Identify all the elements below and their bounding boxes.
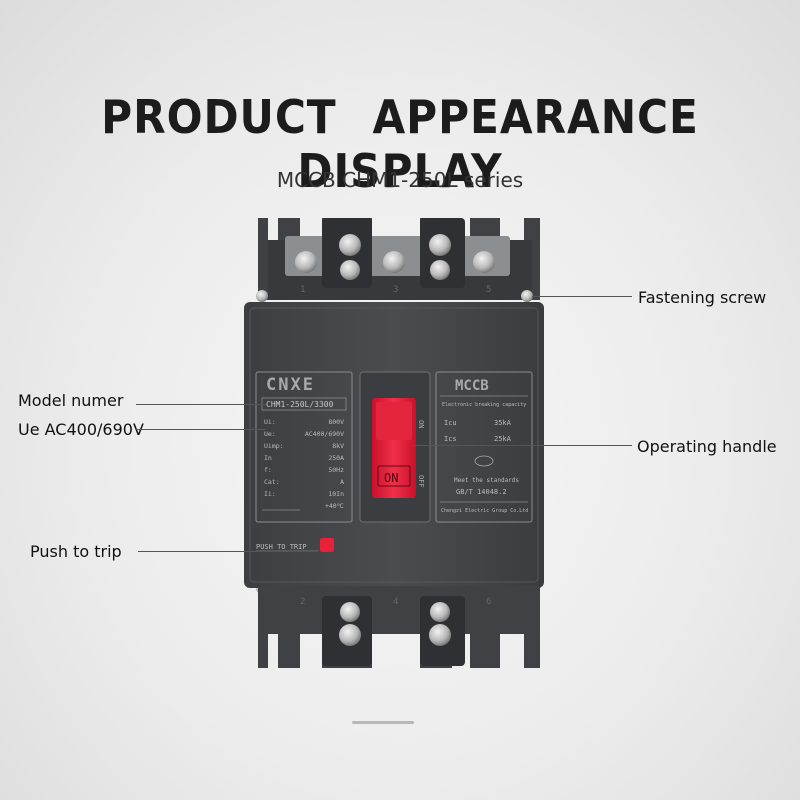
spec-label: Ii: bbox=[264, 490, 276, 498]
standards-label: Meet the standards bbox=[454, 477, 519, 484]
push-to-trip-button[interactable] bbox=[320, 538, 334, 552]
standard-code: GB/T 14048.2 bbox=[456, 488, 507, 496]
info-label-panel: MCCB Electronic breaking capacity Icu 35… bbox=[435, 371, 533, 523]
spec-value: A bbox=[340, 478, 344, 486]
terminal-screw-icon bbox=[430, 602, 450, 622]
spec-label: Ui: bbox=[264, 418, 276, 426]
terminal-screw-icon bbox=[429, 624, 451, 646]
callout-model-number: Model numer bbox=[18, 391, 124, 410]
leader-line bbox=[138, 551, 318, 552]
spec-value: AC400/690V bbox=[305, 430, 344, 438]
spec-label: Uimp: bbox=[264, 442, 284, 450]
model-label: CHM1-250L/3300 bbox=[266, 400, 334, 409]
spec-value: 250A bbox=[328, 454, 344, 462]
spec-label: In bbox=[264, 454, 272, 462]
page-title: PRODUCT APPEARANCE DISPLAY bbox=[101, 90, 699, 198]
terminal-screw-icon bbox=[339, 624, 361, 646]
terminal-number-1: 1 bbox=[300, 285, 305, 295]
spec-value: 800V bbox=[328, 418, 344, 426]
terminal-screw-icon bbox=[383, 251, 405, 273]
mccb-label: MCCB bbox=[455, 378, 489, 394]
leader-line bbox=[136, 404, 266, 405]
terminal-number-4: 4 bbox=[393, 597, 398, 607]
terminal-screw-icon bbox=[340, 602, 360, 622]
manufacturer-label: Chengzi Electric Group Co.Ltd bbox=[441, 508, 528, 514]
terminal-number-2: 2 bbox=[300, 597, 305, 607]
callout-ue-rating: Ue AC400/690V bbox=[18, 420, 144, 439]
spec-value: 50Hz bbox=[328, 466, 344, 474]
spec-label: Ue: bbox=[264, 430, 276, 438]
leader-line bbox=[532, 296, 632, 297]
operating-handle[interactable]: ON bbox=[372, 398, 416, 498]
fastening-screw-icon bbox=[256, 290, 268, 302]
ics-value: 25kA bbox=[494, 435, 512, 443]
callout-operating-handle: Operating handle bbox=[637, 437, 777, 456]
leader-line bbox=[136, 429, 266, 430]
handle-on-marking: ON bbox=[417, 420, 425, 428]
brand-logo: CNXE bbox=[266, 375, 315, 395]
terminal-screw-icon bbox=[340, 260, 360, 280]
fastening-screw-icon bbox=[521, 290, 533, 302]
rating-label-panel: CNXE CHM1-250L/3300 Ui: 800V Ue: AC400/690V… bbox=[255, 371, 353, 523]
page-subtitle: MCCB CHM1-250L series bbox=[276, 168, 524, 192]
spec-value: +40℃ bbox=[325, 502, 345, 510]
terminal-screw-icon bbox=[339, 234, 361, 256]
spec-value: 10In bbox=[328, 490, 344, 498]
handle-on-label: ON bbox=[384, 471, 398, 485]
spec-label: Cat: bbox=[264, 478, 280, 486]
handle-off-marking: OFF bbox=[417, 475, 425, 488]
scroll-indicator bbox=[352, 721, 414, 724]
spec-table: Ui: 800V Ue: AC400/690V Uimp: 8kV In 250A f: 50Hz… bbox=[264, 418, 345, 510]
terminal-number-6: 6 bbox=[486, 597, 491, 607]
spec-value: 8kV bbox=[332, 442, 344, 450]
icu-value: 35kA bbox=[494, 419, 512, 427]
terminal-screw-icon bbox=[430, 260, 450, 280]
icu-label: Icu bbox=[444, 419, 457, 427]
leader-line bbox=[408, 445, 632, 446]
spec-label: f: bbox=[264, 466, 272, 474]
terminal-screw-icon bbox=[295, 251, 317, 273]
breaking-capacity-label: Electronic breaking capacity bbox=[442, 402, 526, 408]
push-to-trip-label: PUSH TO TRIP bbox=[256, 543, 307, 551]
callout-fastening-screw: Fastening screw bbox=[638, 288, 767, 307]
top-terminal-block: 1 3 5 bbox=[258, 218, 540, 300]
terminal-screw-icon bbox=[429, 234, 451, 256]
terminal-number-5: 5 bbox=[486, 285, 491, 295]
callout-push-to-trip: Push to trip bbox=[30, 542, 122, 561]
terminal-number-3: 3 bbox=[393, 285, 398, 295]
bottom-terminal-block: 2 4 6 bbox=[258, 586, 540, 668]
terminal-screw-icon bbox=[473, 251, 495, 273]
ccc-mark-icon bbox=[474, 455, 494, 467]
ics-label: Ics bbox=[444, 435, 457, 443]
